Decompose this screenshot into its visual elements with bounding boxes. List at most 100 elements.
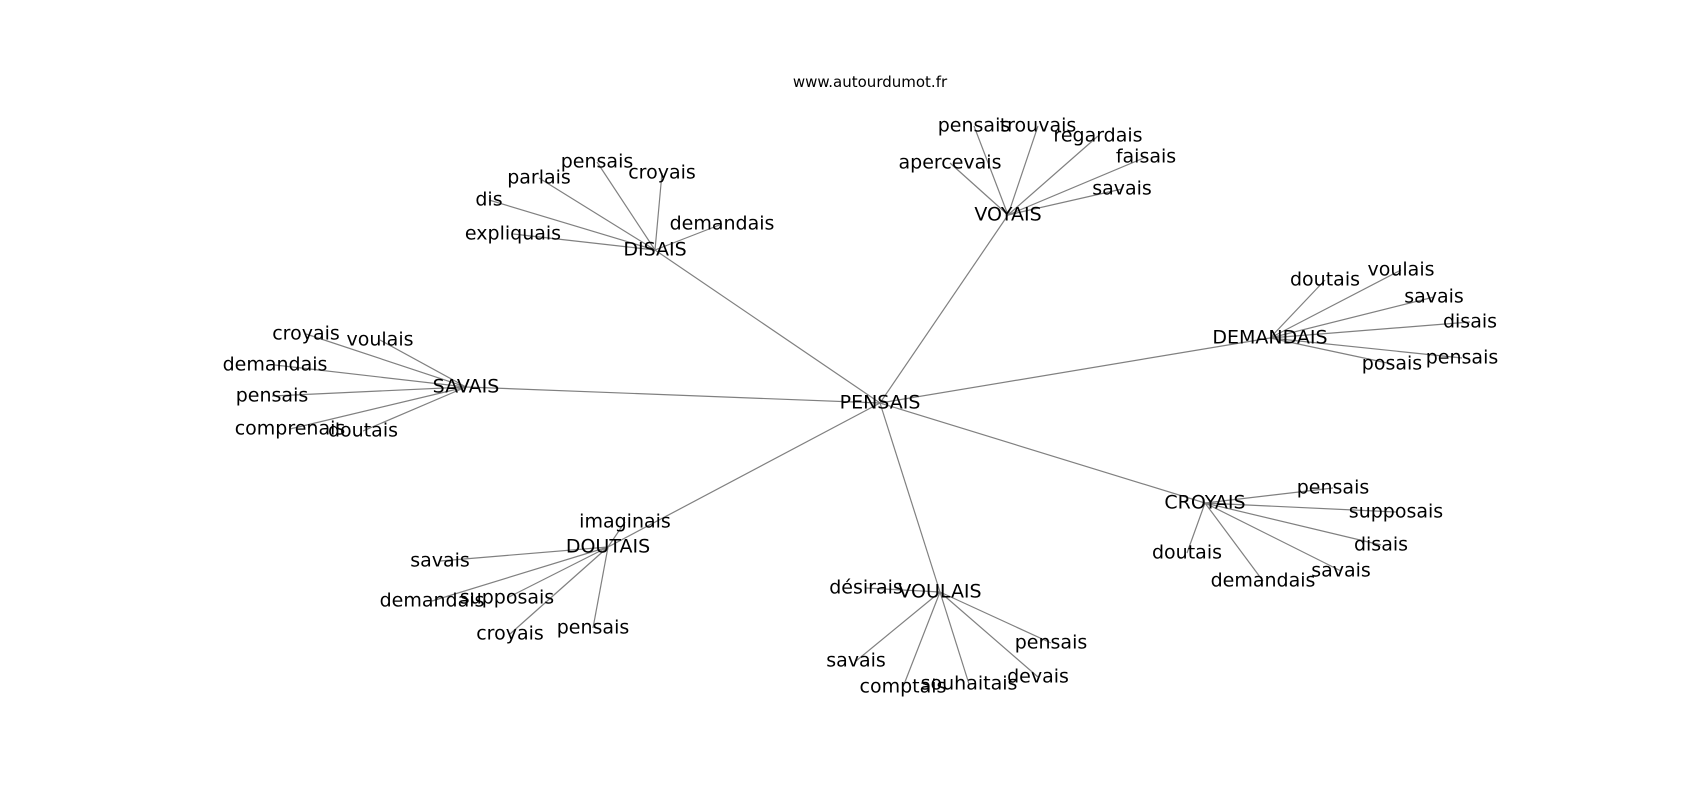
edge-croyais-0: [1204, 487, 1334, 504]
edge-voulais-0: [865, 587, 941, 593]
edge-center-savais: [465, 386, 881, 404]
leaf-word-label: demandais: [1211, 570, 1316, 592]
cluster-node-voulais: VOULAIS: [898, 581, 981, 603]
leaf-word-label: souhaitais: [921, 673, 1018, 695]
edge-doutais-1: [439, 546, 609, 562]
edge-disais-1: [654, 172, 663, 251]
leaf-word-label: voulais: [1367, 259, 1434, 281]
leaf-word-label: croyais: [628, 162, 696, 184]
edge-voyais-5: [1007, 188, 1123, 216]
edge-doutais-0: [607, 521, 626, 548]
edge-demandais-2: [1269, 296, 1435, 339]
edge-croyais-5: [1186, 502, 1206, 554]
edge-voyais-1: [973, 125, 1009, 216]
edge-disais-5: [654, 223, 723, 251]
edge-voulais-1: [939, 591, 1052, 644]
leaf-word-label: savais: [1092, 178, 1152, 200]
edge-demandais-1: [1269, 269, 1402, 339]
leaf-word-label: disais: [1443, 311, 1497, 333]
edge-doutais-3: [506, 546, 609, 599]
edge-voyais-4: [1007, 156, 1147, 216]
edge-voyais-3: [1007, 135, 1099, 216]
leaf-word-label: savais: [1404, 286, 1464, 308]
edge-croyais-3: [1204, 502, 1342, 572]
edge-demandais-0: [1269, 279, 1326, 339]
edge-savais-0: [305, 333, 467, 388]
edge-savais-5: [362, 386, 467, 432]
edge-voyais-0: [949, 162, 1009, 216]
leaf-word-label: croyais: [476, 623, 544, 645]
leaf-word-label: dis: [475, 189, 502, 211]
edge-center-doutais: [607, 402, 881, 548]
edge-center-voulais: [879, 402, 941, 593]
cluster-node-voyais: VOYAIS: [974, 204, 1041, 226]
leaf-word-label: comprenais: [235, 418, 346, 440]
leaf-word-label: expliquais: [465, 223, 561, 245]
edge-voulais-4: [902, 591, 941, 688]
leaf-word-label: savais: [410, 550, 470, 572]
edge-doutais-5: [592, 546, 609, 629]
leaf-word-label: doutais: [1290, 269, 1360, 291]
edge-doutais-2: [431, 546, 609, 602]
edge-center-demandais: [879, 337, 1271, 404]
leaf-word-label: parlais: [507, 167, 571, 189]
edge-savais-2: [274, 364, 467, 388]
edge-center-croyais: [879, 402, 1206, 504]
edge-disais-3: [488, 199, 656, 251]
leaf-word-label: demandais: [380, 590, 485, 612]
edge-savais-4: [289, 386, 467, 430]
leaf-word-label: disais: [1354, 534, 1408, 556]
leaf-word-label: voulais: [346, 329, 413, 351]
cluster-node-disais: DISAIS: [623, 239, 686, 261]
cluster-node-savais: SAVAIS: [433, 376, 500, 398]
leaf-word-label: demandais: [670, 213, 775, 235]
edge-croyais-2: [1204, 502, 1382, 546]
edge-croyais-1: [1204, 502, 1397, 513]
leaf-word-label: pensais: [938, 115, 1011, 137]
leaf-word-label: comptais: [860, 676, 947, 698]
edge-disais-0: [596, 161, 656, 251]
leaf-word-label: devais: [1007, 666, 1069, 688]
edge-voulais-3: [939, 591, 970, 685]
leaf-word-label: imaginais: [579, 511, 671, 533]
graph-edges: [271, 125, 1471, 688]
leaf-word-label: doutais: [1152, 542, 1222, 564]
leaf-word-label: savais: [826, 650, 886, 672]
edge-voyais-2: [1007, 125, 1039, 216]
leaf-word-label: pensais: [557, 617, 630, 639]
edge-savais-3: [271, 386, 467, 397]
leaf-word-label: trouvais: [1000, 115, 1077, 137]
leaf-word-label: pensais: [1297, 477, 1370, 499]
leaf-word-label: faisais: [1116, 146, 1176, 168]
edge-voulais-5: [855, 591, 941, 662]
cluster-node-demandais: DEMANDAIS: [1212, 327, 1327, 349]
edge-disais-2: [538, 177, 656, 251]
cluster-node-croyais: CROYAIS: [1164, 492, 1245, 514]
leaf-word-label: savais: [1311, 560, 1371, 582]
edge-doutais-4: [509, 546, 609, 635]
cluster-node-doutais: DOUTAIS: [566, 536, 650, 558]
edge-demandais-4: [1269, 337, 1463, 359]
leaf-word-label: demandais: [223, 354, 328, 376]
leaf-word-label: posais: [1362, 353, 1422, 375]
edge-savais-1: [379, 339, 467, 388]
leaf-word-label: croyais: [272, 323, 340, 345]
edge-demandais-3: [1269, 321, 1471, 339]
edge-croyais-4: [1204, 502, 1264, 582]
leaf-word-label: supposais: [1349, 501, 1443, 523]
edge-center-disais: [654, 249, 881, 404]
edge-voulais-2: [939, 591, 1039, 678]
leaf-word-label: supposais: [460, 587, 554, 609]
leaf-word-label: pensais: [236, 385, 309, 407]
leaf-word-label: pensais: [1015, 632, 1088, 654]
edge-center-voyais: [879, 214, 1009, 404]
center-node-label: PENSAIS: [840, 392, 921, 414]
leaf-word-label: regardais: [1053, 125, 1142, 147]
leaf-word-label: pensais: [561, 151, 634, 173]
graph-labels: PENSAISVOYAISapercevaispensaistrouvaisre…: [223, 115, 1499, 698]
edge-demandais-5: [1269, 337, 1393, 365]
leaf-word-label: pensais: [1426, 347, 1499, 369]
source-label: www.autourdumot.fr: [793, 73, 948, 91]
leaf-word-label: désirais: [829, 577, 903, 599]
